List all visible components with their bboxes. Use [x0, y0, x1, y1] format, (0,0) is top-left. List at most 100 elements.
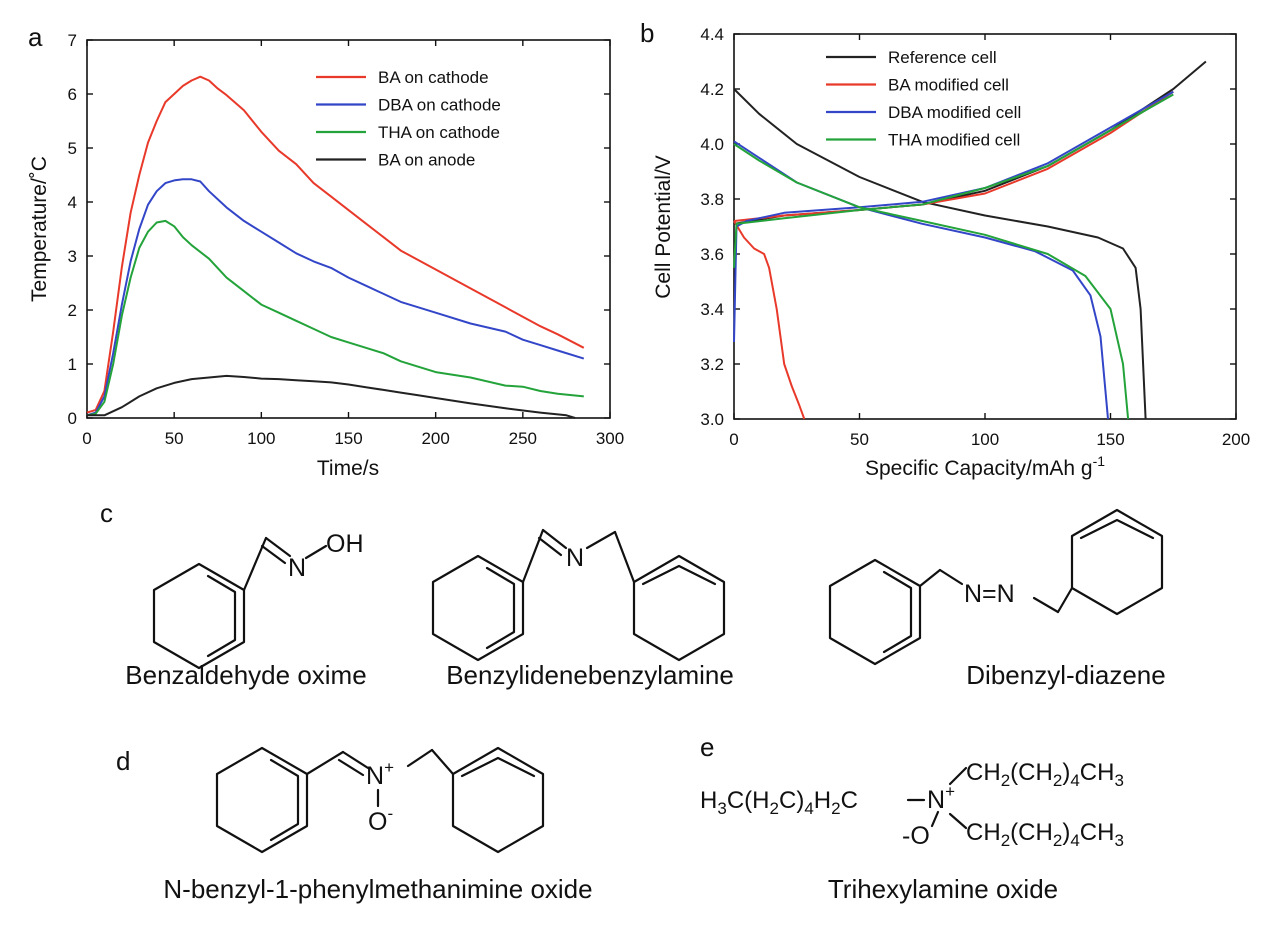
- x-tick-label: 200: [421, 429, 449, 448]
- y-tick-label: 2: [68, 301, 77, 320]
- y-tick-label: 6: [68, 85, 77, 104]
- y-tick-label: 4: [68, 193, 77, 212]
- upper-chain-formula: CH2(CH2)4CH3: [966, 759, 1124, 790]
- y-tick-label: 0: [68, 409, 77, 428]
- chart-a-ylabel: Temperature/˚C: [28, 156, 51, 302]
- panel-letter-a: a: [28, 22, 43, 52]
- x-tick-label: 200: [1222, 430, 1250, 449]
- panel-letter-c: c: [100, 498, 113, 528]
- chart-b-xlabel-main: Specific Capacity/mAh g: [865, 457, 1093, 480]
- series-line-tha-on-cathode: [86, 219, 584, 417]
- series-line-dba-on-cathode: [86, 178, 585, 417]
- double-bond: [260, 544, 287, 565]
- single-bond: [930, 810, 940, 828]
- benzene-ring: [431, 554, 525, 662]
- y-tick-label: 3.6: [700, 245, 724, 264]
- aromatic-bonds: [882, 570, 913, 654]
- lower-chain-formula: CH2(CH2)4CH3: [966, 819, 1124, 850]
- chart-b-xlabel-sup: -1: [1093, 453, 1106, 469]
- single-bond: [938, 568, 964, 586]
- legend-label: BA modified cell: [888, 76, 1009, 95]
- molecule-name: Dibenzyl-diazene: [966, 660, 1165, 690]
- atom-n: N+: [927, 782, 955, 814]
- benzene-ring: [215, 746, 309, 854]
- atom-n: N: [288, 554, 306, 582]
- atom-nn: N=N: [964, 580, 1015, 608]
- y-tick-label: 7: [68, 31, 77, 50]
- aromatic-bonds: [206, 574, 237, 658]
- series-line-reference-cell-discharge: [733, 88, 1147, 420]
- molecule-name: Trihexylamine oxide: [828, 874, 1058, 904]
- legend-label: BA on anode: [378, 151, 475, 170]
- series-line-ba-on-anode: [87, 374, 576, 419]
- molecule-nitrone: N+ O- N-benzyl-1-phenylmethanimine oxide: [163, 746, 593, 904]
- y-tick-label: 3.8: [700, 190, 724, 209]
- atom-o: O-: [368, 804, 393, 836]
- legend-label: DBA on cathode: [378, 96, 501, 115]
- benzene-ring: [152, 562, 246, 670]
- single-bond: [948, 766, 968, 786]
- x-tick-label: 0: [729, 430, 738, 449]
- aromatic-bonds: [269, 758, 300, 842]
- y-tick-label: 5: [68, 139, 77, 158]
- chart-a-xlabel: Time/s: [317, 457, 379, 480]
- aromatic-bonds: [641, 564, 717, 586]
- x-tick-label: 300: [596, 429, 624, 448]
- atom-o-charge: -: [387, 804, 393, 823]
- series-line-tha-modified-cell-discharge: [733, 143, 1130, 420]
- single-bond: [305, 750, 345, 776]
- chart-b-ylabel: Cell Potential/V: [652, 155, 675, 299]
- y-tick-label: 4.0: [700, 135, 724, 154]
- single-bond: [406, 748, 434, 768]
- double-bond: [537, 536, 563, 557]
- y-tick-label: 3: [68, 247, 77, 266]
- molecule-name: Benzaldehyde oxime: [125, 660, 366, 690]
- chart-a-frame: [86, 39, 611, 419]
- x-tick-label: 50: [165, 429, 184, 448]
- x-tick-label: 100: [971, 430, 999, 449]
- double-bond: [264, 536, 292, 558]
- single-bond: [1056, 586, 1074, 614]
- x-tick-label: 50: [850, 430, 869, 449]
- legend-label: DBA modified cell: [888, 103, 1021, 122]
- x-tick-label: 0: [82, 429, 91, 448]
- single-bond: [430, 748, 455, 776]
- molecule-benzylidenebenzylamine: N Benzylidenebenzylamine: [431, 528, 734, 690]
- benzene-ring: [632, 554, 726, 662]
- y-tick-label: 4.2: [700, 80, 724, 99]
- atom-o-symbol: O: [368, 808, 387, 836]
- panel-letter-e: e: [700, 732, 714, 762]
- legend-label: THA on cathode: [378, 123, 500, 142]
- molecule-trihexylamine-oxide: H3C(H2C)4H2C N+ -O CH2(CH2)4CH3 CH2(CH2)…: [700, 759, 1124, 904]
- left-chain-formula: H3C(H2C)4H2C: [700, 787, 858, 818]
- atom-n-charge: +: [945, 782, 955, 801]
- y-tick-label: 3.0: [700, 410, 724, 429]
- atom-n-charge: +: [384, 758, 394, 777]
- legend-label: BA on cathode: [378, 68, 489, 87]
- series-line-tha-modified-cell-charge: [733, 93, 1174, 268]
- molecule-benzaldehyde-oxime: N OH Benzaldehyde oxime: [125, 530, 366, 690]
- x-tick-label: 100: [247, 429, 275, 448]
- atom-n-symbol: N: [927, 786, 945, 814]
- legend-label: Reference cell: [888, 48, 997, 67]
- aromatic-bonds: [485, 566, 516, 650]
- aromatic-bonds: [1079, 518, 1155, 540]
- x-tick-label: 150: [334, 429, 362, 448]
- atom-n: N+: [366, 758, 394, 790]
- atom-n: N: [566, 544, 584, 572]
- y-tick-label: 4.4: [700, 25, 724, 44]
- x-tick-label: 250: [509, 429, 537, 448]
- series-line-ba-on-cathode: [86, 75, 585, 414]
- single-bond: [1032, 596, 1060, 614]
- single-bond: [918, 568, 942, 588]
- single-bond: [304, 544, 328, 560]
- aromatic-bonds: [460, 756, 536, 778]
- series-line-dba-modified-cell-discharge: [733, 140, 1109, 420]
- panel-letter-b: b: [640, 18, 654, 48]
